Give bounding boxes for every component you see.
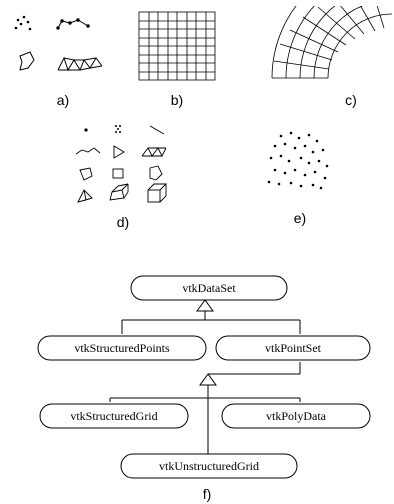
caption-a: a)	[56, 92, 70, 108]
scatter-dots	[267, 131, 329, 190]
triangle-strip-shape	[57, 56, 103, 72]
panel-e-unstructured-points	[267, 131, 329, 190]
panel-d-cell-types	[75, 125, 168, 203]
caption-d: d)	[116, 214, 130, 230]
caption-b: b)	[170, 92, 184, 108]
polygon-shape	[19, 51, 35, 71]
class-node-vtkunstructuredgrid: vtkUnstructuredGrid	[120, 453, 298, 479]
class-node-vtkpointset: vtkPointSet	[215, 335, 371, 361]
polyline-shape	[56, 18, 90, 30]
class-label-vtkpolydata: vtkPolyData	[266, 409, 327, 423]
panel-a-polydata	[14, 15, 103, 72]
class-label-vtkstructuredgrid: vtkStructuredGrid	[70, 409, 157, 423]
class-label-vtkdataset: vtkDataSet	[182, 281, 236, 295]
class-label-vtkstructuredpoints: vtkStructuredPoints	[74, 341, 170, 355]
vertex-cluster	[14, 15, 32, 31]
curved-grid	[271, 6, 393, 79]
class-node-vtkdataset: vtkDataSet	[130, 275, 288, 301]
panel-f-class-hierarchy: vtkDataSet vtkStructuredPoints vtkPointS…	[37, 275, 371, 479]
class-label-vtkpointset: vtkPointSet	[265, 341, 322, 355]
caption-e: e)	[293, 210, 307, 226]
caption-c: c)	[345, 92, 357, 108]
class-label-vtkunstructuredgrid: vtkUnstructuredGrid	[159, 459, 259, 473]
panel-c-structured-grid	[271, 6, 393, 79]
cell-type-icons	[75, 125, 168, 203]
panel-b-structured-points	[138, 11, 216, 81]
class-node-vtkstructuredgrid: vtkStructuredGrid	[39, 403, 189, 429]
caption-f: f)	[202, 486, 212, 502]
class-node-vtkstructuredpoints: vtkStructuredPoints	[37, 335, 207, 361]
class-node-vtkpolydata: vtkPolyData	[221, 403, 371, 429]
regular-grid	[138, 11, 216, 81]
hierarchy-connectors	[109, 299, 301, 454]
